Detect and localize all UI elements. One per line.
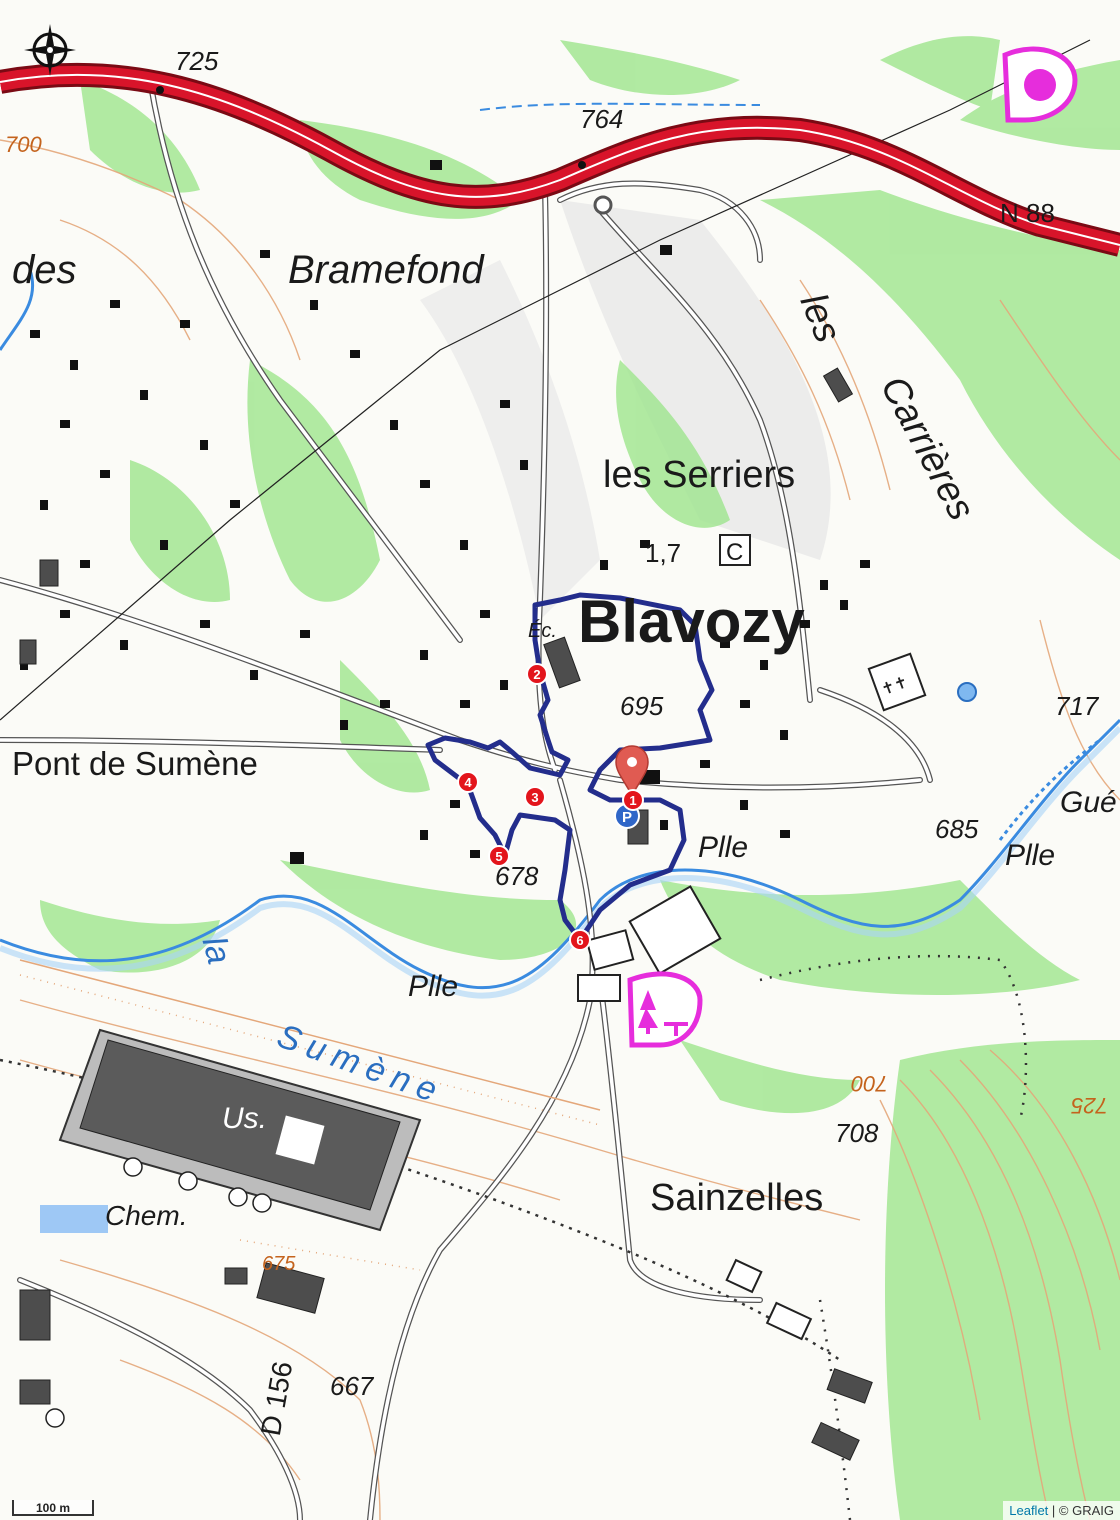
leaflet-link[interactable]: Leaflet [1009, 1503, 1049, 1518]
waypoint-dot [457, 771, 479, 793]
label-bramefond: Bramefond [288, 248, 485, 292]
elevation-label: 708 [835, 1118, 879, 1148]
compass-rose-icon[interactable] [22, 22, 78, 78]
waypoint-marker-3[interactable]: 3 [524, 786, 546, 808]
map-attribution: Leaflet | © GRAIG [1003, 1501, 1120, 1520]
large-buildings [19, 367, 873, 1461]
waypoint-number: 5 [495, 849, 502, 864]
waypoint-dot [488, 845, 510, 867]
parking-label: P [622, 809, 632, 826]
waypoint-number: 2 [533, 667, 540, 682]
label-distance-km: 1,7 [645, 538, 681, 568]
junction [578, 161, 586, 169]
waypoint-marker-5[interactable]: 5 [488, 845, 510, 867]
label-pile: Plle [698, 831, 748, 864]
label-pile: Plle [408, 970, 458, 1003]
hill-shade [560, 200, 831, 560]
pond [40, 1205, 108, 1233]
viewpoint-poi-icon[interactable] [1002, 46, 1078, 123]
forest-areas [40, 36, 1120, 1520]
label-blavozy: Blavozy [578, 588, 805, 655]
factory-building [79, 1039, 401, 1211]
elevation-label: 764 [580, 104, 623, 134]
scale-label: 100 m [35, 1501, 71, 1515]
embankment [19, 959, 601, 1271]
waypoint-number: 4 [464, 775, 472, 790]
label-road-n88: N 88 [1000, 198, 1055, 228]
label-chem: Chem. [105, 1200, 187, 1231]
elevation-label: 685 [935, 814, 979, 844]
river-sumene [0, 718, 1120, 990]
waypoint-number: 1 [629, 793, 636, 808]
power-line [0, 39, 1091, 721]
label-c: C [726, 539, 743, 566]
elevation-label: 717 [1055, 691, 1100, 721]
waypoint-number: 3 [531, 790, 538, 805]
cemetery [867, 652, 927, 712]
label-pile: Plle [1005, 839, 1055, 872]
c-box [719, 534, 751, 566]
junction [156, 86, 164, 94]
water-reservoir-icon [957, 682, 977, 702]
waypoint-markers: 1 2 3 4 5 6 [457, 663, 644, 951]
waypoint-marker-4[interactable]: 4 [457, 771, 479, 793]
chemical-tanks [45, 1157, 272, 1428]
label-gue: Gué [1060, 786, 1117, 819]
compass-graphic [24, 24, 76, 76]
scale-bar: 100 m [12, 1500, 94, 1516]
label-les-serriers: les Serriers [603, 454, 795, 496]
picnic-area-poi-icon[interactable] [627, 971, 703, 1048]
waypoint-marker-1[interactable]: 1 [622, 789, 644, 811]
label-des: des [12, 248, 77, 292]
buildings [20, 160, 870, 864]
railway [0, 1058, 841, 1362]
label-pont-de-sumene: Pont de Sumène [12, 745, 258, 782]
roundabout [593, 195, 613, 215]
start-location-pin-icon[interactable] [615, 745, 649, 797]
elevation-contour-label: 700 [5, 132, 42, 157]
waypoint-dot [569, 929, 591, 951]
hill-shade [420, 260, 600, 620]
attribution-separator: | [1048, 1503, 1059, 1518]
waypoint-marker-6[interactable]: 6 [569, 929, 591, 951]
waypoint-number: 6 [576, 933, 583, 948]
roads-fill [0, 78, 932, 1520]
elevation-label: 667 [330, 1371, 375, 1401]
elevation-label: 695 [620, 691, 664, 721]
waypoint-dot [526, 663, 548, 685]
elevation-contour-label: 675 [262, 1253, 296, 1275]
waypoint-marker-2[interactable]: 2 [526, 663, 548, 685]
waypoint-dot [622, 789, 644, 811]
highway-n88-median [0, 73, 1120, 246]
contour-lines [0, 139, 1120, 1520]
stream [998, 738, 1101, 841]
elevation-contour-label: 700 [851, 1071, 888, 1096]
elevation-contour-label: 725 [1071, 1093, 1108, 1118]
stream [0, 269, 35, 351]
hiking-route[interactable] [425, 592, 715, 943]
label-usine: Us. [222, 1102, 267, 1135]
factory-courtyard [275, 1115, 325, 1165]
label-ecole: Éc. [528, 619, 557, 642]
waypoint-dot [524, 786, 546, 808]
footpath [759, 954, 1028, 1121]
copyright-text: © GRAIG [1058, 1503, 1114, 1518]
label-sainzelles: Sainzelles [650, 1177, 823, 1219]
elevation-label: 678 [495, 861, 539, 891]
elevation-label: 725 [175, 46, 219, 76]
outlined-buildings [577, 885, 813, 1341]
